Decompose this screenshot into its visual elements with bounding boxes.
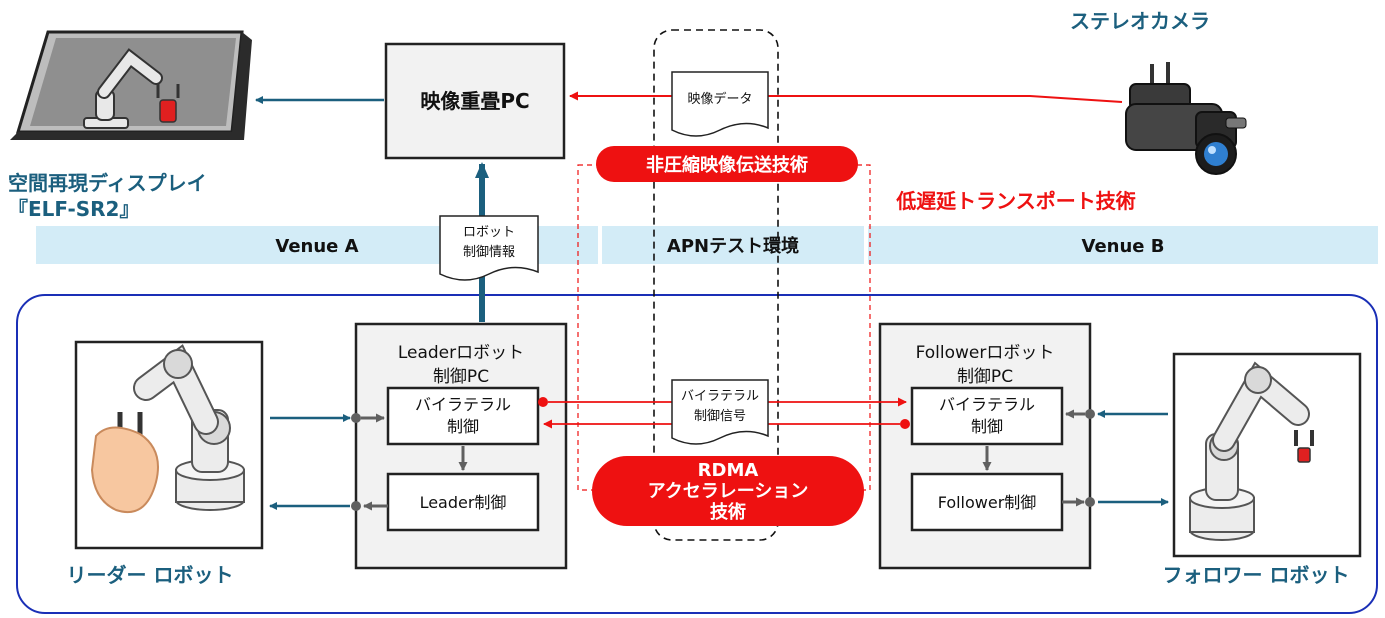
- follower-robot-label: フォロワー ロボット: [1163, 563, 1350, 587]
- bilateral-signal-document: バイラテラル 制御信号: [671, 379, 769, 445]
- display-name-line1: 空間再現ディスプレイ: [8, 171, 207, 195]
- follower-control-box: [910, 472, 1064, 532]
- follower-control-label: Follower制御: [938, 493, 1037, 512]
- stereo-camera-label: ステレオカメラ: [1070, 9, 1210, 33]
- robot-info-line2: 制御情報: [463, 245, 515, 260]
- display-name-line2: 『ELF-SR2』: [8, 197, 139, 221]
- leader-control-box: [386, 472, 540, 532]
- rdma-line2: アクセラレーション: [648, 481, 809, 502]
- leader-robot-label: リーダー ロボット: [67, 563, 234, 587]
- leader-bilateral-line2: 制御: [447, 417, 479, 436]
- rdma-pill: [592, 456, 864, 526]
- follower-signal-out-dot: [900, 419, 910, 429]
- leader-output-node: [351, 501, 361, 511]
- video-data-document: 映像データ: [671, 71, 769, 137]
- rdma-line3: 技術: [710, 501, 746, 523]
- video-overlay-pc-box: [384, 42, 566, 160]
- follower-output-node: [1085, 497, 1095, 507]
- leader-signal-out-dot: [538, 397, 548, 407]
- uncompressed-video-pill: [596, 146, 858, 182]
- follower-bilateral-line2: 制御: [971, 417, 1003, 436]
- rdma-line1: RDMA: [698, 460, 759, 481]
- apn-test-label: APNテスト環境: [667, 235, 799, 257]
- leader-bilateral-box: [386, 386, 540, 446]
- low-latency-label: 低遅延トランスポート技術: [895, 189, 1136, 213]
- uncompressed-video-label: 非圧縮映像伝送技術: [646, 154, 808, 176]
- bilateral-signal-line2: 制御信号: [694, 409, 746, 424]
- spatial-display-icon: [10, 30, 252, 140]
- robot-arm-with-hand-icon: [90, 344, 245, 513]
- video-data-label: 映像データ: [687, 91, 752, 107]
- venue-a-label: Venue A: [275, 236, 358, 257]
- follower-bilateral-box: [910, 386, 1064, 446]
- video-overlay-pc-label: 映像重畳PC: [420, 89, 529, 113]
- apn-band: [602, 226, 864, 264]
- leader-input-node: [351, 413, 361, 423]
- bilateral-signal-line1: バイラテラル: [681, 389, 759, 404]
- video-camera-icon: [1125, 62, 1247, 175]
- venue-b-band: [868, 226, 1378, 264]
- leader-pc-line1: Leaderロボット: [398, 343, 524, 363]
- leader-bilateral-line1: バイラテラル: [415, 395, 511, 414]
- follower-pc-line1: Followerロボット: [916, 343, 1055, 363]
- robot-info-line1: ロボット: [463, 225, 515, 240]
- robot-system-frame: [16, 294, 1378, 614]
- venue-b-label: Venue B: [1082, 236, 1165, 257]
- arrow-camera-to-overlay-pc: [569, 91, 1123, 103]
- leader-pc-line2: 制御PC: [433, 367, 489, 387]
- leader-control-label: Leader制御: [420, 493, 507, 512]
- follower-input-node: [1085, 409, 1095, 419]
- robot-arm-icon: [1189, 361, 1314, 541]
- follower-pc-line2: 制御PC: [957, 367, 1013, 387]
- apn-dashed-region: [653, 29, 779, 541]
- low-latency-region: [577, 164, 871, 491]
- follower-bilateral-line1: バイラテラル: [939, 395, 1035, 414]
- robot-info-document: ロボット 制御情報: [439, 215, 539, 281]
